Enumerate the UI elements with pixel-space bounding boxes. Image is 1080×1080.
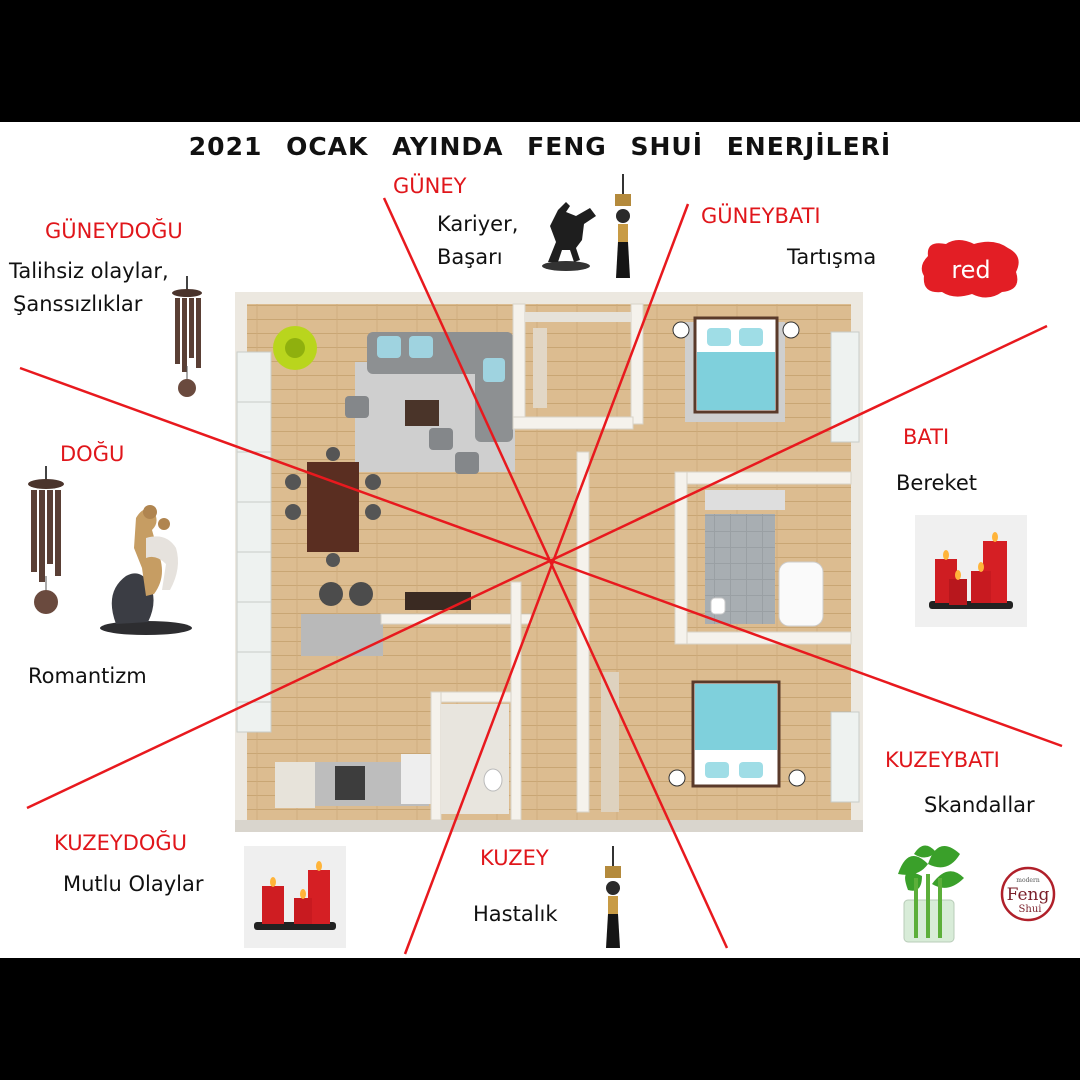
badge-brand-sub: Shui [1019, 904, 1042, 915]
tassel-charm-icon [615, 174, 631, 278]
desc-guney-2: Başarı [437, 245, 503, 269]
desc-guneydogu-1: Talihsiz olaylar, [9, 259, 169, 283]
desc-dogu: Romantizm [28, 664, 147, 688]
tassel-charm-small-icon [605, 846, 621, 948]
desc-kuzeybati: Skandallar [924, 793, 1035, 817]
label-guneydogu: GÜNEYDOĞU [45, 219, 183, 243]
desc-bati: Bereket [896, 471, 977, 495]
slide-canvas: 2021 OCAK AYINDA FENG SHUİ ENERJİLERİ [0, 122, 1080, 958]
direction-lines [19, 197, 1063, 955]
desc-guneydogu-2: Şanssızlıklar [13, 292, 143, 316]
label-kuzeybati: KUZEYBATI [885, 748, 1000, 772]
desc-guneybati: Tartışma [787, 245, 877, 269]
desc-kuzey: Hastalık [473, 902, 558, 926]
wind-chime-large-icon [28, 466, 64, 614]
label-dogu: DOĞU [60, 442, 125, 466]
page-title: 2021 OCAK AYINDA FENG SHUİ ENERJİLERİ [188, 132, 892, 161]
desc-guney-1: Kariyer, [437, 212, 519, 236]
label-kuzey: KUZEY [480, 846, 549, 870]
red-brand-logo: red [921, 240, 1019, 298]
label-guney: GÜNEY [393, 174, 467, 198]
badge-brand-main: Feng [1007, 885, 1050, 905]
red-candles-icon [915, 515, 1027, 627]
modern-feng-shui-badge: modern Feng Shui [1000, 866, 1056, 922]
badge-brand-top: modern [1016, 877, 1040, 884]
label-kuzeydogu: KUZEYDOĞU [54, 831, 188, 855]
label-guneybati: GÜNEYBATI [701, 204, 821, 228]
wind-chime-icon [172, 276, 202, 397]
red-logo-text: red [951, 256, 990, 284]
couple-statue-icon [100, 505, 192, 635]
red-candles-small-icon [244, 846, 346, 948]
label-bati: BATI [903, 425, 950, 449]
desc-kuzeydogu: Mutlu Olaylar [63, 872, 204, 896]
lucky-bamboo-icon [898, 845, 964, 943]
horse-statue-icon [542, 202, 596, 271]
